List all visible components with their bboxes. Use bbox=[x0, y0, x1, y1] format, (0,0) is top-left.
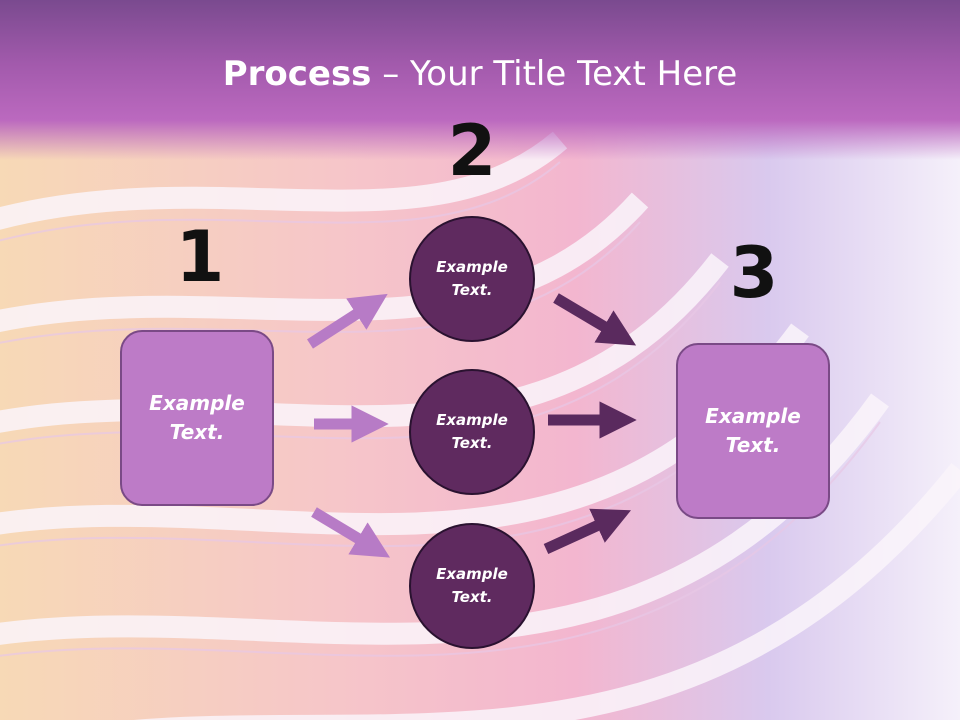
right-box-label: Example Text. bbox=[705, 404, 801, 457]
step-number-2: 2 bbox=[447, 110, 497, 192]
process-circle-bottom: Example Text. bbox=[409, 523, 535, 649]
title-bar bbox=[0, 0, 960, 160]
title-rest: – Your Title Text Here bbox=[371, 54, 738, 94]
title-bold: Process bbox=[222, 54, 372, 94]
arrow-box1-to-circle1 bbox=[307, 293, 388, 349]
arrow-circle3-to-box3 bbox=[543, 508, 632, 555]
right-process-box: Example Text. bbox=[676, 343, 830, 519]
arrow-box1-to-circle3 bbox=[311, 507, 391, 558]
left-process-box: Example Text. bbox=[120, 330, 274, 506]
process-circle-middle: Example Text. bbox=[409, 369, 535, 495]
circle-bottom-label: Example Text. bbox=[436, 565, 508, 606]
circle-middle-label: Example Text. bbox=[436, 411, 508, 452]
step-number-3: 3 bbox=[729, 232, 779, 314]
process-circle-top: Example Text. bbox=[409, 216, 535, 342]
slide-title: Process – Your Title Text Here bbox=[0, 52, 960, 96]
circle-top-label: Example Text. bbox=[436, 258, 508, 299]
left-box-label: Example Text. bbox=[149, 391, 245, 444]
step-number-1: 1 bbox=[175, 216, 225, 298]
arrow-circle1-to-box3 bbox=[553, 293, 637, 346]
